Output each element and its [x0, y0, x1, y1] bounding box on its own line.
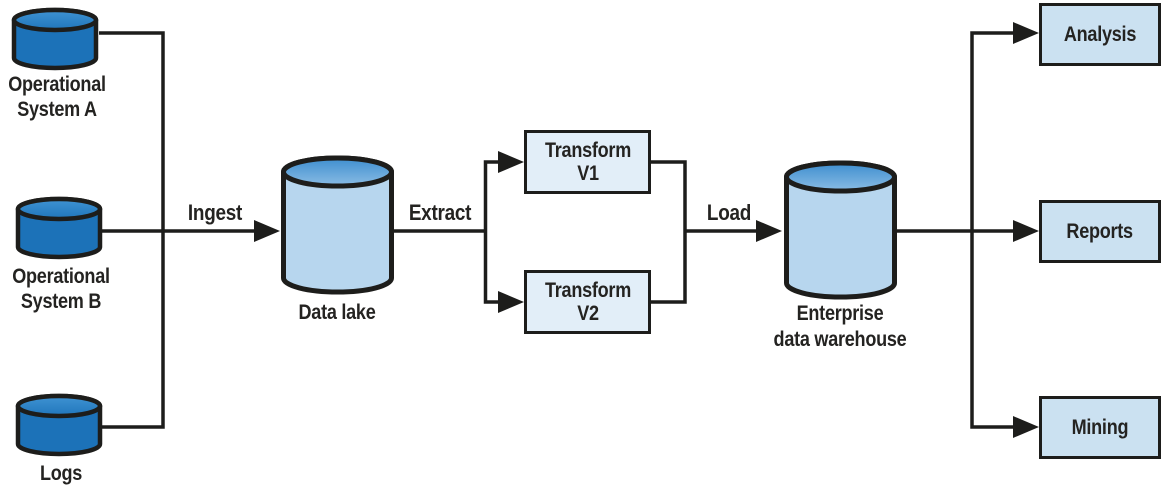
- database-icon: [15, 393, 103, 457]
- label-line: Mining: [1071, 416, 1129, 439]
- arrowhead-reports-icon: [1013, 220, 1039, 242]
- label-line: Analysis: [1063, 23, 1137, 46]
- node-label-transform-v2: Transform V2: [545, 279, 631, 325]
- edge-label-ingest: Ingest: [187, 200, 243, 225]
- node-label-reports: Reports: [1066, 220, 1134, 243]
- edge-transform-merge: [650, 160, 687, 304]
- node-mining: Mining: [1039, 396, 1161, 459]
- node-reports: Reports: [1039, 200, 1161, 263]
- node-analysis: Analysis: [1039, 3, 1161, 66]
- arrowhead-extract-v1-icon: [498, 151, 524, 173]
- label-line: Reports: [1066, 220, 1134, 243]
- node-label-operational-system-a: Operational System A: [3, 72, 111, 122]
- node-label-data-lake: Data lake: [281, 300, 393, 325]
- node-label-mining: Mining: [1072, 416, 1129, 439]
- label-line: Logs: [39, 462, 83, 485]
- arrowhead-analysis-icon: [1013, 22, 1039, 44]
- node-logs: [15, 393, 103, 457]
- node-enterprise-data-warehouse: [783, 160, 898, 300]
- node-transform-v1: Transform V1: [524, 130, 651, 194]
- label-line: Transform: [544, 139, 631, 162]
- node-operational-system-b: [15, 196, 103, 260]
- edge-lines: [99, 31, 1015, 429]
- label-line: V1: [576, 162, 599, 185]
- node-label-transform-v1: Transform V1: [545, 139, 631, 185]
- arrowhead-mining-icon: [1013, 416, 1039, 438]
- label-line: System B: [20, 290, 102, 313]
- label-line: System A: [17, 98, 97, 121]
- warehouse-cylinder-icon: [784, 160, 897, 300]
- edge-label-load: Load: [706, 200, 752, 225]
- node-label-analysis: Analysis: [1064, 23, 1136, 46]
- database-icon: [11, 7, 99, 71]
- arrowhead-load-icon: [756, 220, 782, 242]
- node-transform-v2: Transform V2: [524, 270, 651, 334]
- datalake-cylinder-icon: [281, 155, 394, 295]
- label-line: V2: [576, 302, 599, 325]
- node-data-lake: [280, 155, 395, 295]
- arrowhead-ingest-icon: [254, 220, 280, 242]
- label-line: Transform: [544, 279, 631, 302]
- edge-fanout-bus: [970, 31, 1015, 429]
- node-operational-system-a: [11, 7, 99, 71]
- node-label-operational-system-b: Operational System B: [7, 264, 115, 314]
- label-line: Enterprise: [796, 302, 884, 325]
- node-label-logs: Logs: [7, 461, 115, 486]
- label-line: data warehouse: [773, 328, 907, 351]
- arrowhead-extract-v2-icon: [498, 291, 524, 313]
- arrowheads: [254, 22, 1039, 438]
- label-line: Data lake: [298, 301, 376, 324]
- label-line: Operational: [8, 73, 106, 96]
- edge-extract-split: [483, 160, 500, 304]
- database-icon: [15, 196, 103, 260]
- node-label-enterprise-data-warehouse: Enterprise data warehouse: [758, 301, 921, 353]
- label-line: Operational: [12, 265, 110, 288]
- edge-label-extract: Extract: [408, 200, 472, 225]
